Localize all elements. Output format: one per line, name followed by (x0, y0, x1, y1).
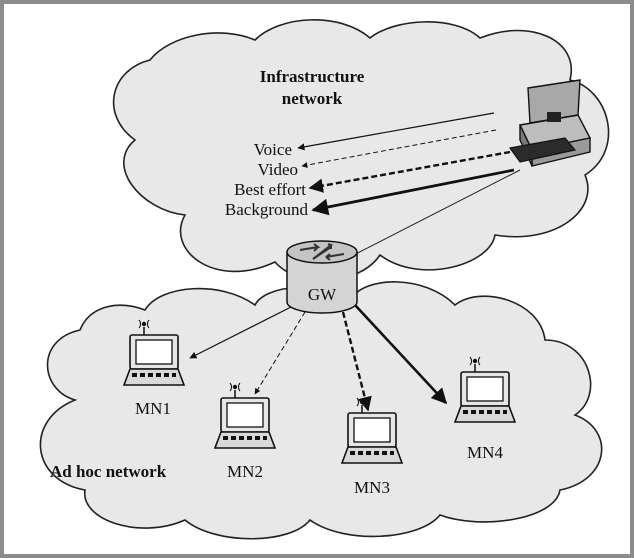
link-gw-mn4 (354, 304, 448, 405)
gateway-uplink (339, 169, 521, 263)
mn2-label: MN2 (227, 462, 263, 481)
adhoc-cloud (39, 281, 603, 540)
video-arrow (301, 129, 497, 168)
link-gw-mn1 (189, 304, 296, 359)
server-icon (508, 79, 592, 167)
gateway-router: GW (286, 240, 358, 314)
gateway-label: GW (308, 285, 337, 304)
mn3-label: MN3 (354, 478, 390, 497)
traffic-label-best-effort: Best effort (234, 180, 306, 199)
traffic-label-background: Background (225, 200, 309, 219)
mn1-label: MN1 (135, 399, 171, 418)
traffic-label-voice: Voice (254, 140, 292, 159)
voice-arrow (297, 112, 495, 151)
adhoc-title: Ad hoc network (50, 462, 167, 481)
mn4-label: MN4 (467, 443, 503, 462)
best-effort-arrow (308, 150, 511, 193)
router-arrows-icon (299, 243, 345, 261)
infrastructure-title-line2: network (282, 89, 343, 108)
infrastructure-cloud (112, 19, 610, 282)
link-gw-mn3 (341, 311, 372, 412)
background-arrow (311, 168, 515, 216)
link-gw-mn2 (254, 311, 306, 395)
traffic-label-video: Video (257, 160, 298, 179)
infrastructure-title-line1: Infrastructure (260, 67, 365, 86)
